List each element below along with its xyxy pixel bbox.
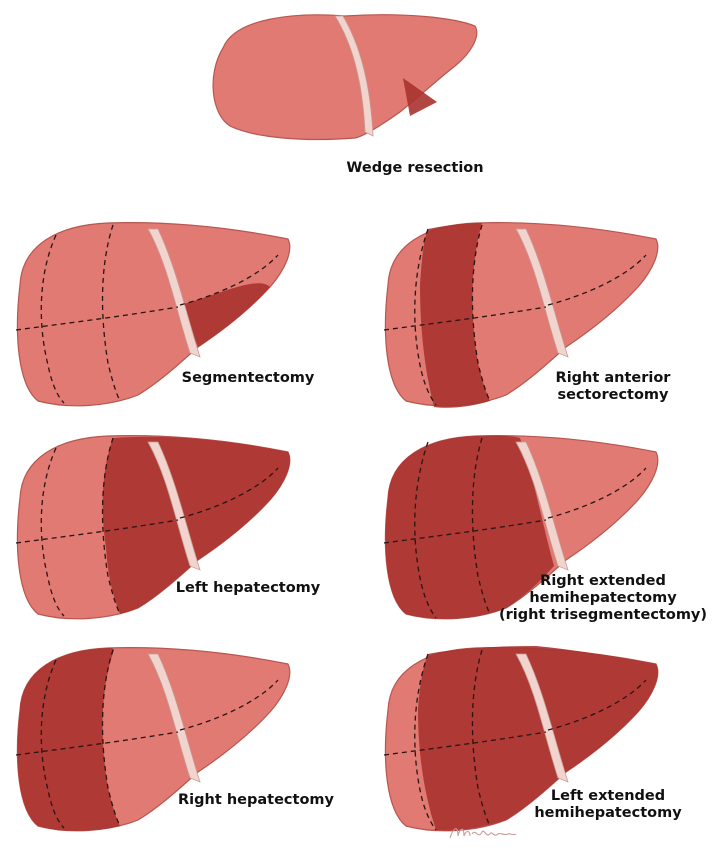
caption-right-extended-hemihepatectomy: Right extended hemihepatectomy (right tr… — [496, 573, 710, 624]
liver-left-hepatectomy-illustration — [8, 428, 298, 628]
panel-right-extended-hemihepatectomy: Right extended hemihepatectomy (right tr… — [378, 428, 712, 638]
caption-right-anterior-sectorectomy: Right anterior sectorectomy — [528, 370, 698, 404]
panel-segmentectomy: Segmentectomy — [8, 215, 348, 415]
caption-left-extended-hemihepatectomy: Left extended hemihepatectomy — [518, 788, 698, 822]
panel-right-hepatectomy: Right hepatectomy — [8, 640, 348, 845]
panel-left-hepatectomy: Left hepatectomy — [8, 428, 348, 628]
caption-right-hepatectomy: Right hepatectomy — [166, 792, 346, 809]
liver-right-hepatectomy-illustration — [8, 640, 298, 840]
artist-signature — [448, 822, 518, 846]
panel-left-extended-hemihepatectomy: Left extended hemihepatectomy — [378, 640, 708, 845]
caption-left-hepatectomy: Left hepatectomy — [163, 580, 333, 597]
liver-wedge-illustration — [205, 8, 485, 153]
caption-wedge-resection: Wedge resection — [340, 160, 490, 177]
caption-segmentectomy: Segmentectomy — [163, 370, 333, 387]
panel-wedge-resection: Wedge resection — [205, 8, 495, 193]
panel-right-anterior-sectorectomy: Right anterior sectorectomy — [378, 215, 708, 415]
